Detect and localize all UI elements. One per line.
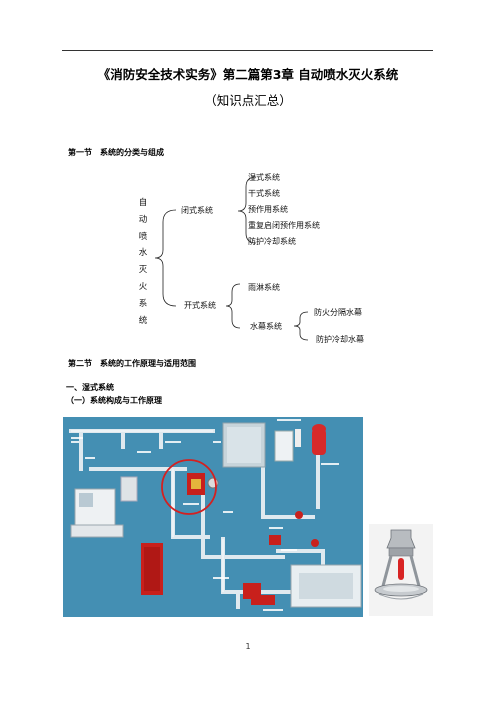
closed-item: 干式系统 xyxy=(248,189,280,198)
closed-item: 湿式系统 xyxy=(248,173,280,182)
open-brace xyxy=(225,283,241,329)
tree-root: 自 动 喷 水 灭 火 系 统 xyxy=(136,195,150,329)
wet-system-illustration xyxy=(63,417,363,617)
root-char: 喷 xyxy=(138,231,148,242)
curtain-system-label: 水幕系统 xyxy=(250,322,282,331)
closed-system-label: 闭式系统 xyxy=(181,206,213,215)
root-char: 自 xyxy=(138,198,148,208)
sprinkler-head-illustration xyxy=(369,524,433,616)
closed-item: 防护冷却系统 xyxy=(248,237,296,246)
sprinkler-head-photo xyxy=(369,524,433,616)
header-rule xyxy=(62,50,433,51)
subsection-heading: 一、湿式系统 xyxy=(66,383,114,392)
subsubsection-heading: （一）系统构成与工作原理 xyxy=(66,396,162,405)
curtain-item: 防火分隔水幕 xyxy=(314,308,362,317)
root-char: 系 xyxy=(138,298,148,309)
section-heading-1: 第一节 系统的分类与组成 xyxy=(68,148,164,157)
wet-system-diagram xyxy=(63,417,363,617)
document-subtitle: （知识点汇总） xyxy=(204,93,292,108)
curtain-item: 防护冷却水幕 xyxy=(316,335,364,344)
root-char: 火 xyxy=(138,281,148,292)
root-char: 水 xyxy=(138,248,148,259)
curtain-brace xyxy=(293,311,309,341)
page-number: 1 xyxy=(245,642,251,651)
closed-item: 重复启闭预作用系统 xyxy=(248,221,320,230)
open-system-label: 开式系统 xyxy=(184,301,216,310)
root-char: 灭 xyxy=(138,265,148,276)
root-char: 动 xyxy=(138,214,148,225)
deluge-system-label: 雨淋系统 xyxy=(248,283,280,292)
closed-item: 预作用系统 xyxy=(248,205,288,214)
root-char: 统 xyxy=(138,315,148,326)
root-brace xyxy=(154,209,177,307)
document-title: 《消防安全技术实务》第二篇第3章 自动喷水灭火系统 xyxy=(97,67,399,82)
section-heading-2: 第二节 系统的工作原理与适用范围 xyxy=(68,359,196,368)
